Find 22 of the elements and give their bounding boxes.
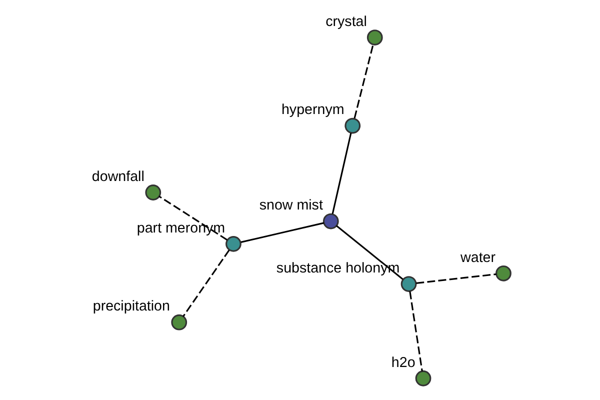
node-label: hypernym	[280, 102, 344, 118]
node-label: h2o	[390, 354, 415, 371]
connector	[416, 273, 496, 284]
connector	[331, 132, 352, 214]
node-circle	[144, 184, 161, 200]
node-circle	[170, 314, 187, 330]
node-label: snow mist	[258, 198, 322, 214]
node-circle	[225, 236, 241, 252]
connector	[353, 44, 374, 118]
node-circle	[344, 118, 360, 134]
node-label: water	[460, 250, 496, 266]
node-label: crystal	[325, 14, 366, 30]
connector	[240, 222, 324, 243]
node-label: downfall	[91, 168, 144, 185]
node-circle	[414, 370, 431, 386]
node-circle	[400, 276, 416, 292]
node-circle	[366, 30, 382, 46]
connector	[408, 291, 422, 372]
node-circle	[495, 265, 511, 282]
node-label: precipitation	[92, 298, 170, 315]
connector	[182, 250, 230, 317]
node-circle	[322, 213, 338, 230]
